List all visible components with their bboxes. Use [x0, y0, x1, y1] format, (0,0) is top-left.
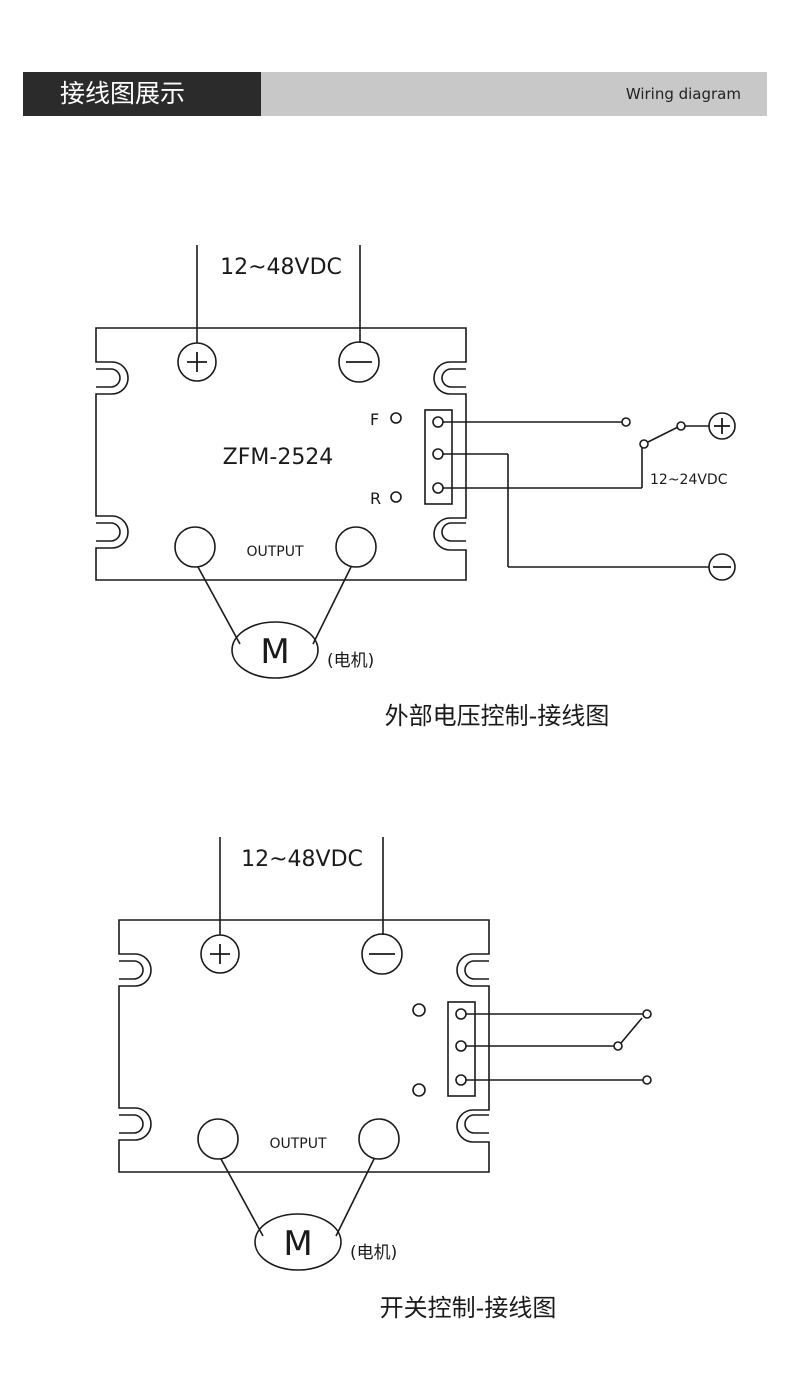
minus-terminal-icon [338, 341, 380, 383]
output-terminal-right-icon [358, 1118, 400, 1160]
header-title-block: 接线图展示 [23, 72, 261, 116]
control-terminal-block [424, 409, 453, 505]
terminal-glyphs-1 [187, 352, 731, 568]
motor-wire-right [312, 566, 352, 645]
motor-symbol: M [283, 1224, 312, 1264]
control-voltage-label: 12~24VDC [650, 472, 728, 488]
diagram-switch-control [118, 837, 652, 1271]
motor-symbol: M [260, 632, 289, 672]
switch-contact-plus-icon [676, 421, 686, 431]
control-minus-icon [708, 553, 736, 581]
terminal-pin-3-icon [432, 482, 444, 494]
terminal-pin-2-icon [432, 448, 444, 460]
r-indicator-icon [412, 1083, 426, 1097]
motor-icon [231, 621, 319, 679]
f-indicator-icon [390, 412, 402, 424]
output-terminal-left-icon [197, 1118, 239, 1160]
control-plus-icon [708, 412, 736, 440]
switch-blade [647, 426, 679, 443]
r-indicator-icon [390, 491, 402, 503]
motor-icon [254, 1213, 342, 1271]
supply-voltage-label: 12~48VDC [241, 847, 363, 872]
mounting-slot-bottom-right [464, 1114, 489, 1134]
terminal-pin-1-icon [455, 1008, 467, 1020]
supply-voltage-label: 12~48VDC [220, 255, 342, 280]
diagram2-caption: 开关控制-接线图 [380, 1294, 557, 1322]
motor-label: (电机) [350, 1243, 397, 1263]
f-label: F [370, 410, 379, 429]
output-label: OUTPUT [269, 1136, 327, 1152]
mounting-slot-bottom-right [441, 522, 466, 542]
mounting-slot-bottom-left [96, 522, 121, 542]
terminal-pin-2-icon [455, 1040, 467, 1052]
switch-contact-r-icon [642, 1075, 652, 1085]
model-label: ZFM-2524 [223, 445, 334, 470]
mounting-slot-top-left [119, 960, 144, 980]
control-terminal-block [447, 1001, 476, 1097]
mounting-slot-top-right [464, 960, 489, 980]
controller-board-outline [95, 327, 467, 581]
header-subtitle: Wiring diagram [625, 85, 741, 103]
f-indicator-icon [412, 1003, 426, 1017]
mounting-slot-top-left [96, 368, 121, 388]
terminal-pin-3-icon [455, 1074, 467, 1086]
plus-terminal-icon [200, 934, 240, 974]
motor-wire-left [197, 566, 241, 645]
output-label: OUTPUT [246, 544, 304, 560]
motor-label: (电机) [327, 651, 374, 671]
motor-wire-right [335, 1158, 375, 1237]
diagram-external-voltage [95, 245, 736, 679]
diagram1-caption: 外部电压控制-接线图 [385, 702, 610, 730]
mounting-slot-bottom-left [119, 1114, 144, 1134]
terminal-glyphs-2 [210, 944, 395, 964]
output-terminal-right-icon [335, 526, 377, 568]
header-title: 接线图展示 [60, 79, 186, 108]
r-label: R [370, 489, 381, 508]
mounting-slot-top-right [441, 368, 466, 388]
minus-terminal-icon [361, 933, 403, 975]
plus-terminal-icon [177, 342, 217, 382]
switch-pivot-icon [639, 439, 649, 449]
switch-contact-f-icon [642, 1009, 652, 1019]
switch-pivot-icon [613, 1041, 623, 1051]
switch-contact-f-icon [621, 417, 631, 427]
output-terminal-left-icon [174, 526, 216, 568]
switch-blade [620, 1017, 643, 1044]
terminal-pin-1-icon [432, 416, 444, 428]
controller-board-outline [118, 919, 490, 1173]
section-header: 接线图展示 Wiring diagram [23, 72, 767, 116]
motor-wire-left [220, 1158, 264, 1237]
